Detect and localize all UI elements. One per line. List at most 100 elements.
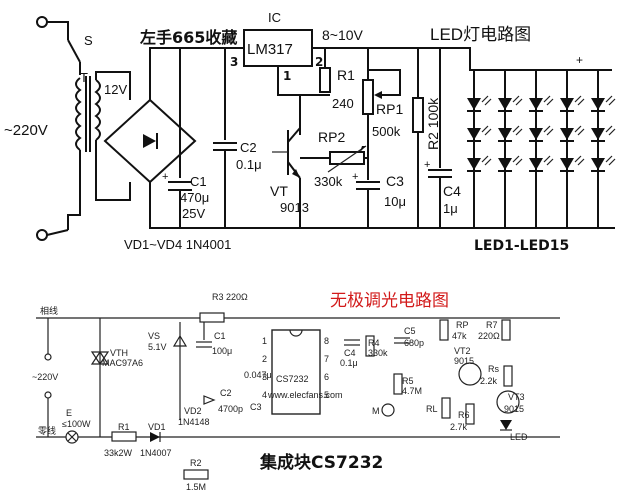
neutral-label: 零线 — [38, 425, 56, 436]
rp-value: 47k — [452, 331, 467, 341]
c2-value: 0.1μ — [236, 157, 262, 172]
bottom-c4-value: 0.1μ — [340, 358, 358, 368]
rp1-label: RP1 — [376, 101, 403, 117]
r3-label: R3 220Ω — [212, 292, 248, 302]
output-voltage: 8~10V — [322, 27, 364, 43]
r6-value: 2.7k — [450, 422, 468, 432]
chip-name: CS7232 — [276, 374, 309, 384]
c1-label: C1 — [190, 174, 207, 189]
lamp-power: ≤100W — [62, 419, 91, 429]
vd1-label: VD1 — [148, 422, 166, 432]
led-9 — [560, 128, 574, 140]
bottom-title: 无极调光电路图 — [330, 291, 449, 311]
cs7232-chip — [271, 329, 321, 415]
svg-text:+: + — [352, 171, 358, 183]
bottom-r2-value: 1.5M — [186, 482, 206, 492]
rs-label: Rs — [488, 364, 499, 374]
c3-value: 10μ — [384, 194, 406, 209]
bottom-r4-value: 330k — [368, 348, 388, 358]
mains-terminal-bottom — [36, 229, 48, 241]
bottom-r5-label: R5 — [402, 376, 414, 386]
led-6 — [467, 128, 481, 140]
r7-label: R7 — [486, 320, 498, 330]
vt3-transistor — [496, 390, 520, 414]
switch-label: S — [84, 33, 93, 48]
c2-label: C2 — [240, 140, 257, 155]
led-11 — [467, 158, 481, 170]
bottom-r1-value: 33k2W — [104, 448, 133, 458]
bottom-r3 — [199, 312, 225, 323]
c4-value: 1μ — [443, 201, 458, 216]
bottom-c3-label: C3 — [250, 402, 262, 412]
svg-text:+: + — [576, 53, 583, 67]
vth-model: MAC97A6 — [102, 358, 143, 368]
mic-label: M — [372, 406, 380, 416]
bottom-c1-label: C1 — [214, 331, 226, 341]
bottom-r4-label: R4 — [368, 338, 380, 348]
site-watermark: www.elecfans.com — [267, 390, 343, 400]
live-label: 相线 — [40, 305, 58, 316]
led-array — [467, 70, 616, 228]
chip-pin-right-1: 8 — [324, 336, 329, 346]
c1-value: 470μ — [180, 190, 209, 205]
chip-pin-left-1: 1 — [262, 336, 267, 346]
c3-label: C3 — [386, 173, 404, 189]
led-15 — [591, 158, 605, 170]
mains-label: ~220V — [4, 122, 48, 139]
chip-pin-left-2: 2 — [262, 354, 267, 364]
bottom-r4 — [365, 335, 375, 357]
rp1-pot — [362, 79, 374, 115]
led-12 — [498, 158, 512, 170]
rp2-value: 330k — [314, 174, 343, 189]
vt3-label: VT3 — [508, 392, 525, 402]
chip-pin-left-3: 3 — [262, 372, 267, 382]
led-bottom-label: LED — [510, 432, 528, 442]
r6-label: R6 — [458, 410, 470, 420]
ic-pin1: 1 — [283, 69, 291, 83]
ic-name: LM317 — [247, 41, 293, 58]
ic-ref: IC — [268, 10, 281, 25]
microphone — [381, 403, 395, 417]
lamp-label: E — [66, 408, 72, 418]
bottom-r1-label: R1 — [118, 422, 130, 432]
transformer-primary — [75, 77, 82, 151]
wire-top-left — [47, 21, 69, 40]
led-10 — [591, 128, 605, 140]
c4-label: C4 — [443, 183, 461, 199]
top-title: LED灯电路图 — [430, 25, 531, 44]
bridge-diode-symbol — [143, 134, 156, 148]
bottom-r6 — [465, 403, 475, 425]
rp1-value: 500k — [372, 124, 401, 139]
bottom-r5-value: 4.7M — [402, 386, 422, 396]
mains-terminal-top — [36, 16, 48, 28]
bottom-r1 — [111, 431, 137, 442]
ground-rail — [149, 182, 615, 229]
vt2-label: VT2 — [454, 346, 471, 356]
bottom-c1-value: 100μ — [212, 346, 232, 356]
led-5 — [591, 98, 605, 110]
vd2-model: 1N4148 — [178, 417, 210, 427]
r2-label: R2 100k — [425, 97, 441, 150]
bottom-rl — [441, 397, 451, 419]
svg-text:+: + — [424, 159, 430, 171]
bottom-circuit: 无极调光电路图 集成块CS7232 相线 零线 ~220V E ≤100W VT… — [32, 291, 560, 492]
r1-label: R1 — [337, 67, 355, 83]
led-2 — [498, 98, 512, 110]
bottom-rp — [439, 319, 449, 341]
svg-text:+: + — [162, 171, 168, 183]
rp-label: RP — [456, 320, 469, 330]
chip-pin-right-4: 5 — [324, 390, 329, 400]
led-3 — [529, 98, 543, 110]
lm317-chip — [243, 29, 313, 67]
led-13 — [529, 158, 543, 170]
vt-model: 9013 — [280, 200, 309, 215]
led-14 — [560, 158, 574, 170]
vs-value: 5.1V — [148, 342, 167, 352]
r7-value: 220Ω — [478, 331, 500, 341]
switch-s — [67, 39, 81, 63]
bottom-c5-value: 680p — [404, 338, 424, 348]
bottom-c2-value: 0.047μ — [244, 370, 272, 380]
led-label: LED1-LED15 — [474, 238, 569, 254]
